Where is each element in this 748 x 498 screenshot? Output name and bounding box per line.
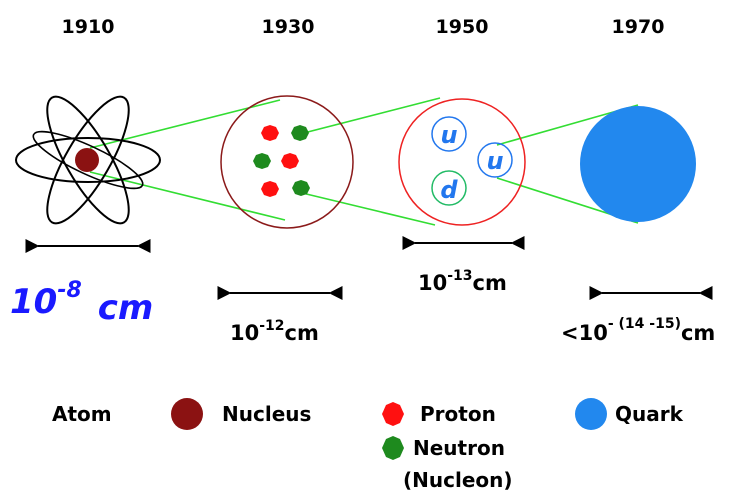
- scale-nucleus-unit: cm: [285, 321, 319, 345]
- atom-orbit-diag-2: [46, 95, 130, 225]
- legend: Atom Nucleus Proton Quark Neutron (Nucle…: [52, 398, 684, 492]
- atom-orbit-horizontal: [15, 137, 161, 183]
- scale-quark-unit: cm: [681, 321, 715, 345]
- scale-nucleon-unit: cm: [473, 271, 507, 295]
- scale-label-atom: 10-8 cm: [10, 278, 153, 328]
- legend-atom-label: Atom: [52, 402, 112, 426]
- year-label-1950: 1950: [436, 16, 489, 38]
- proton-2: [281, 153, 299, 169]
- year-label-1930: 1930: [262, 16, 315, 38]
- scale-quark-prefix: <: [561, 321, 579, 345]
- scale-nucleus-base: 10: [230, 321, 259, 345]
- scale-label-quark: <10- (14 -15)cm: [561, 316, 715, 345]
- quark-letter-up-2: u: [486, 147, 503, 175]
- legend-neutron-label: Neutron: [413, 436, 505, 460]
- scale-atom-unit: cm: [98, 288, 154, 328]
- scale-quark-base: 10: [579, 321, 608, 345]
- scale-atom-exponent: -8: [57, 278, 81, 303]
- legend-nucleon-label: (Nucleon): [403, 468, 513, 492]
- nucleon-ring: [398, 98, 526, 226]
- scale-atom-base: 10: [10, 282, 57, 322]
- proton-3: [261, 181, 279, 197]
- neutron-2: [253, 153, 271, 169]
- scale-label-nucleus: 10-12cm: [230, 318, 319, 345]
- scale-nucleus-exponent: -12: [259, 318, 284, 334]
- quark-circles: [431, 116, 513, 206]
- scale-label-nucleon: 10-13cm: [418, 268, 507, 295]
- atom-orbit-diag-1: [46, 95, 130, 225]
- year-label-1970: 1970: [612, 16, 665, 38]
- neutron-1: [291, 125, 309, 141]
- legend-proton-label: Proton: [420, 402, 496, 426]
- quark-circle-bottom: [431, 170, 467, 206]
- quark-sphere: [580, 106, 696, 222]
- quark-letter-down: d: [440, 176, 458, 204]
- atom-nucleus-dot: [75, 148, 99, 172]
- year-label-1910: 1910: [62, 16, 115, 38]
- scale-quark-exponent: - (14 -15): [608, 316, 681, 332]
- quark-letter-up-1: u: [440, 121, 457, 149]
- atom-diagram: [15, 95, 161, 225]
- legend-nucleus-label: Nucleus: [222, 402, 311, 426]
- scale-nucleon-base: 10: [418, 271, 447, 295]
- neutron-3: [292, 180, 310, 196]
- quark-circle-top-left: [431, 116, 467, 152]
- zoom-lines: [89, 97, 639, 226]
- legend-quark-label: Quark: [615, 402, 684, 426]
- scale-arrows: [25, 236, 713, 300]
- zoom-line-nucleus-top: [295, 97, 441, 136]
- legend-quark-swatch: [575, 398, 607, 430]
- atom-orbit-diag-3: [32, 130, 144, 190]
- nucleus-ring: [220, 95, 354, 229]
- proton-1: [261, 125, 279, 141]
- zoom-line-nucleus-bottom: [297, 191, 436, 226]
- nucleus-particles: [253, 125, 310, 197]
- legend-proton-swatch: [382, 402, 404, 426]
- scale-nucleon-exponent: -13: [447, 268, 472, 284]
- legend-neutron-swatch: [382, 436, 404, 460]
- legend-nucleus-swatch: [171, 398, 203, 430]
- quark-circle-right: [477, 142, 513, 178]
